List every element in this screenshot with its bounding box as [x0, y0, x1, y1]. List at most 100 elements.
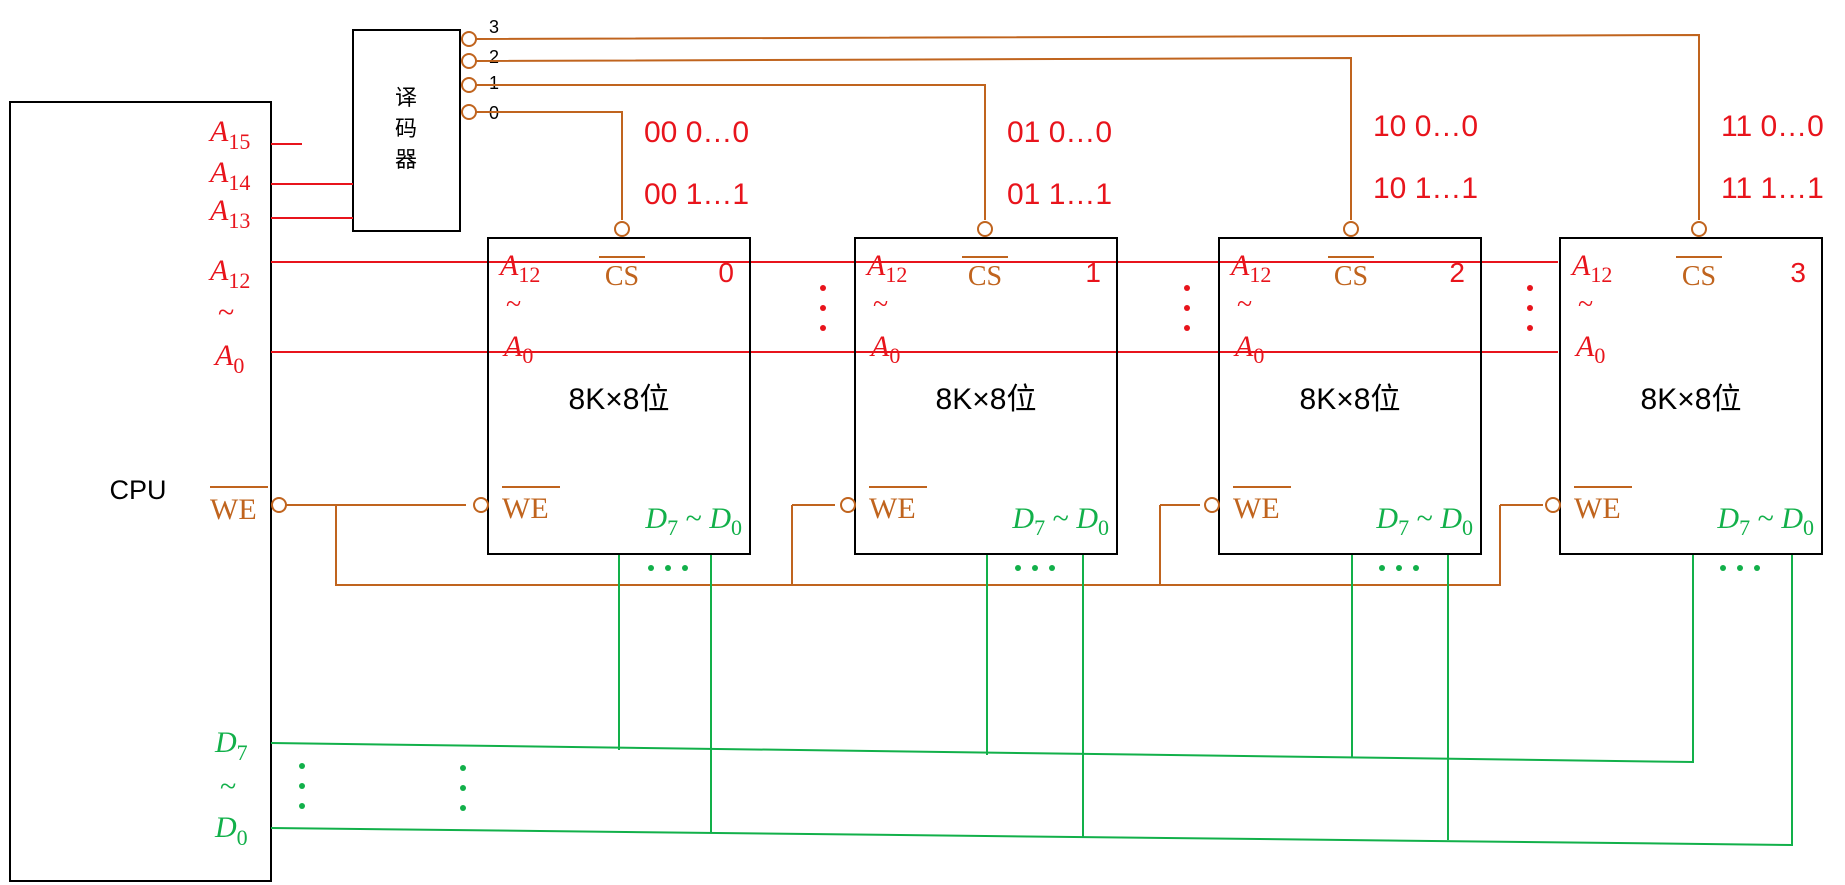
decoder-output-bubble-3	[461, 31, 477, 47]
cpu-a15-label: A15	[208, 115, 250, 154]
chip-capacity-label: 8K×8位	[1300, 383, 1401, 416]
chip-a-tilde: ~	[1237, 289, 1252, 320]
we-bus	[286, 504, 1543, 586]
chip-capacity-label: 8K×8位	[1641, 383, 1742, 416]
chip-we-label: WE	[869, 492, 916, 525]
chip-addr-end: 11 1…1	[1721, 172, 1824, 205]
decoder-output-bubble-1	[461, 77, 477, 93]
chip-cs-label: CS	[1334, 261, 1368, 292]
chip-addr-end: 01 1…1	[1007, 178, 1112, 211]
cpu-block	[9, 101, 272, 882]
cpu-a0-label: A0	[213, 339, 244, 378]
chip-data-dot	[665, 565, 671, 571]
dot	[460, 785, 466, 791]
decoder-label-1: 译	[395, 85, 417, 110]
dot	[1527, 325, 1533, 331]
d7-bus	[270, 555, 1694, 764]
chip-a12-label: A12	[1570, 249, 1612, 287]
cpu-d0-label: D0	[214, 811, 248, 850]
cpu-a12-label: A12	[208, 254, 250, 293]
cs-wire-1	[476, 84, 986, 220]
chip-cs-label: CS	[1682, 261, 1716, 292]
address-ellipsis-dots	[820, 285, 1533, 331]
dot	[460, 765, 466, 771]
decoder-outputs	[461, 31, 477, 120]
chip-a12-label: A12	[865, 249, 907, 287]
chip-data-dot	[1379, 565, 1385, 571]
cpu-a13-label: A13	[208, 194, 250, 233]
chip-data-dot	[648, 565, 654, 571]
decoder-block	[352, 29, 461, 232]
chip-index-label: 3	[1790, 257, 1806, 288]
chip-we-bubble	[1545, 497, 1561, 513]
chip-data-dot	[1413, 565, 1419, 571]
cs-wire-3	[475, 33, 1700, 220]
chip-data-dot	[682, 565, 688, 571]
chip-a0-label: A0	[1233, 330, 1264, 368]
chip-cs-label: CS	[605, 261, 639, 292]
dot	[1184, 325, 1190, 331]
cpu-we-label: WE	[210, 493, 257, 526]
chip-addr-start: 00 0…0	[644, 116, 749, 149]
chip-addr-end: 00 1…1	[644, 178, 749, 211]
chip-data-dot	[1737, 565, 1743, 571]
chip-a0-label: A0	[1574, 330, 1605, 368]
chip-data-dot	[1396, 565, 1402, 571]
cpu-address-wires	[271, 143, 1558, 353]
cs-wire-2	[475, 56, 1352, 220]
chip-we-bubble	[1204, 497, 1220, 513]
chip-cs-bubble	[977, 221, 993, 237]
chip-index-label: 2	[1449, 257, 1465, 288]
chip-a-tilde: ~	[1578, 289, 1593, 320]
chip-a12-label: A12	[1229, 249, 1271, 287]
chip-we-label: WE	[1233, 492, 1280, 525]
dot	[820, 285, 826, 291]
cpu-d7-label: D7	[214, 726, 248, 765]
chip-cs-bubble	[1343, 221, 1359, 237]
chip-addr-end: 10 1…1	[1373, 172, 1478, 205]
dot	[1527, 285, 1533, 291]
cpu-pin-labels: A15 A14 A13 A12 ~ A0	[208, 115, 250, 378]
chip-body	[1218, 237, 1482, 555]
chip-addr-start: 01 0…0	[1007, 116, 1112, 149]
chip-a0-label: A0	[502, 330, 533, 368]
chip-a-tilde: ~	[506, 289, 521, 320]
chip-data-dot	[1720, 565, 1726, 571]
decoder-output-bubble-2	[461, 53, 477, 69]
cpu-we-bubble	[271, 497, 287, 513]
cs-wire-0	[476, 111, 623, 220]
cpu-a14-label: A14	[208, 156, 250, 195]
dot	[299, 763, 305, 769]
cpu-a-tilde: ~	[218, 296, 234, 329]
chip-addr-start: 11 0…0	[1721, 110, 1824, 143]
dot	[1527, 305, 1533, 311]
chip-index-label: 1	[1085, 257, 1101, 288]
dot	[299, 783, 305, 789]
decoder-output-bubble-0	[461, 104, 477, 120]
chip-we-label: WE	[1574, 492, 1621, 525]
decoder-output-label-1: 1	[489, 73, 499, 93]
chip-a0-label: A0	[869, 330, 900, 368]
chip-a-tilde: ~	[873, 289, 888, 320]
chip-cs-bubble	[614, 221, 630, 237]
chip-a12-label: A12	[498, 249, 540, 287]
dot	[1184, 285, 1190, 291]
dot	[299, 803, 305, 809]
chip-data-dot	[1032, 565, 1038, 571]
chip-capacity-label: 8K×8位	[936, 383, 1037, 416]
we-bus-trunk	[335, 505, 1501, 586]
chip-data-dot	[1015, 565, 1021, 571]
cpu-label: CPU	[109, 475, 166, 505]
data-bus	[270, 555, 1793, 847]
chip-capacity-label: 8K×8位	[569, 383, 670, 416]
chip-cs-bubble	[1691, 221, 1707, 237]
decoder-output-label-2: 2	[489, 47, 499, 67]
data-ellipsis-dots	[299, 763, 466, 811]
chip-we-bubble	[473, 497, 489, 513]
chip-index-label: 0	[718, 257, 734, 288]
